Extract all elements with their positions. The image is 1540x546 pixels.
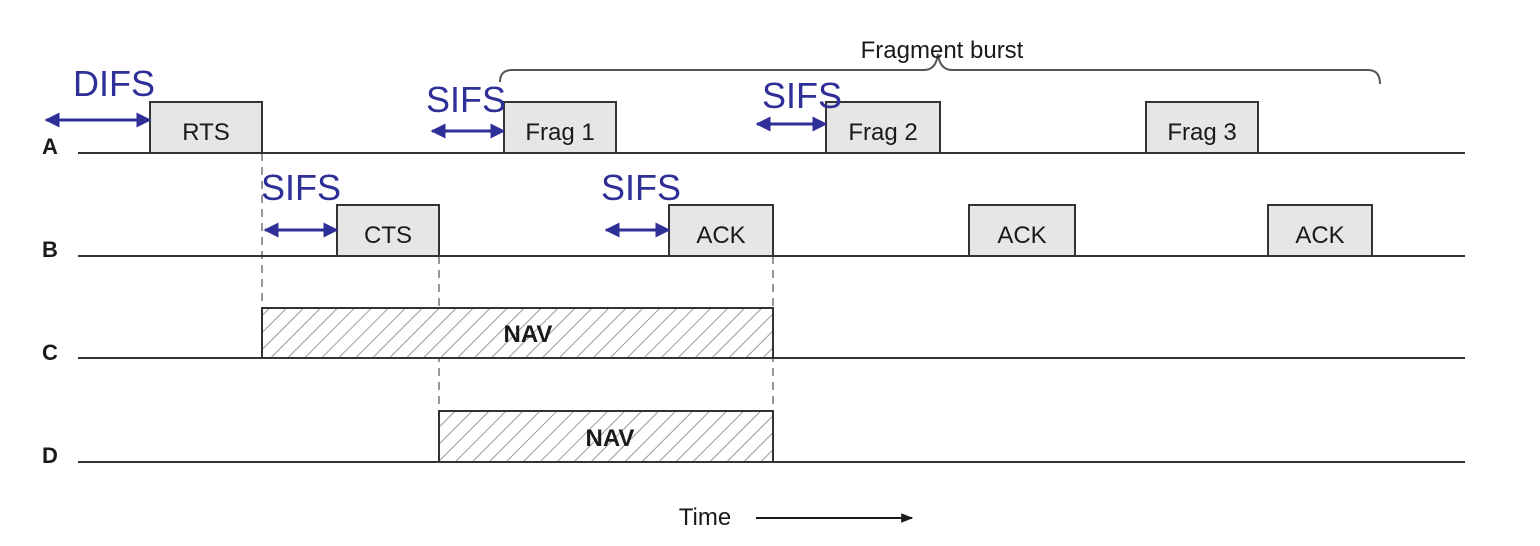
- ack-2-frame: [968, 204, 1076, 257]
- rts-label: RTS: [182, 119, 230, 146]
- ack-3-frame: [1267, 204, 1373, 257]
- time-label: Time: [679, 504, 731, 531]
- sifs-label: SIFS: [261, 167, 341, 208]
- frag-2-frame: [825, 101, 941, 154]
- fragment-burst-label: Fragment burst: [861, 37, 1024, 64]
- frag-1-label: Frag 1: [525, 119, 594, 146]
- ack-2-label: ACK: [997, 222, 1046, 249]
- sifs-label: SIFS: [601, 167, 681, 208]
- frag-3-label: Frag 3: [1167, 119, 1236, 146]
- nav-d-label: NAV: [586, 425, 635, 452]
- station-label-b: B: [42, 237, 58, 262]
- nav-c-box: [261, 307, 774, 359]
- ack-3-label: ACK: [1295, 222, 1344, 249]
- ack-1-frame: [668, 204, 774, 257]
- frag-2-label: Frag 2: [848, 119, 917, 146]
- station-label-a: A: [42, 134, 58, 159]
- frag-1-frame: [503, 101, 617, 154]
- sifs-label: SIFS: [762, 75, 842, 116]
- station-label-d: D: [42, 443, 58, 468]
- station-label-c: C: [42, 340, 58, 365]
- cts-label: CTS: [364, 222, 412, 249]
- nav-d-box: [438, 410, 774, 463]
- ack-1-label: ACK: [696, 222, 745, 249]
- difs-label: DIFS: [73, 63, 155, 104]
- cts-frame: [336, 204, 440, 257]
- sifs-label: SIFS: [426, 79, 506, 120]
- fragment-burst-brace: [499, 53, 1381, 85]
- rts-frame: [149, 101, 263, 154]
- frag-3-frame: [1145, 101, 1259, 154]
- nav-c-label: NAV: [504, 321, 553, 348]
